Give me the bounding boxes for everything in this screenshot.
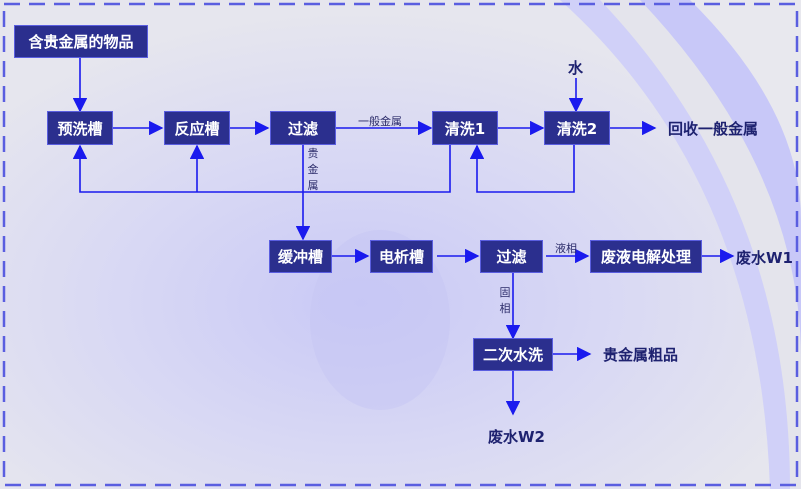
edge-label-solid-phase: 固相 <box>499 286 511 315</box>
node-wash-1: 清洗1 <box>432 111 498 145</box>
arrow-wash2-recycle <box>469 144 575 193</box>
node-buffer-tank: 缓冲槽 <box>269 240 332 273</box>
arrow-wash1-recycle <box>72 144 451 193</box>
node-prewash-tank: 预洗槽 <box>47 111 113 145</box>
input-water: 水 <box>568 59 584 77</box>
output-precious-crude: 贵金属粗品 <box>603 346 679 364</box>
node-wash-2: 清洗2 <box>544 111 610 145</box>
output-wastewater-w2: 废水W2 <box>488 428 545 446</box>
node-waste-electrolysis: 废液电解处理 <box>590 240 702 273</box>
node-reactor-tank: 反应槽 <box>164 111 230 145</box>
node-second-wash: 二次水洗 <box>473 338 553 371</box>
output-wastewater-w1: 废水W1 <box>736 249 793 267</box>
node-raw-material: 含贵金属的物品 <box>14 25 148 58</box>
edge-label-general-metal: 一般金属 <box>358 115 402 128</box>
edge-label-precious-metal: 贵金属 <box>307 147 319 192</box>
node-filter-2: 过滤 <box>480 240 543 273</box>
node-electrolysis-tank: 电析槽 <box>370 240 433 273</box>
output-recover-metal: 回收一般金属 <box>668 120 759 138</box>
edge-label-liquid-phase: 液相 <box>555 242 577 255</box>
node-filter-1: 过滤 <box>270 111 336 145</box>
